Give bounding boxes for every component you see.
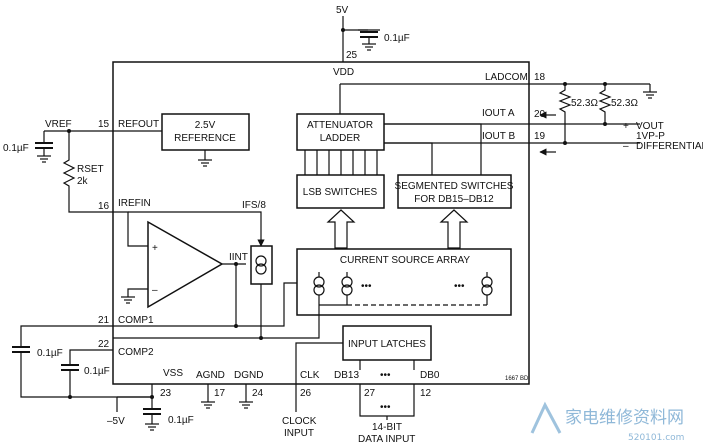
vref-network: VREF 0.1µF RSET 2k [3, 119, 113, 213]
reference-block: 2.5V REFERENCE [161, 113, 250, 167]
lsb-switches-block: LSB SWITCHES [296, 174, 385, 209]
watermark-logo-icon [530, 401, 562, 434]
csa-dots-right: ••• [454, 281, 465, 292]
db13-pin: 27 [364, 388, 376, 399]
ioutb-label: IOUT B [482, 131, 515, 142]
db0-pin: 12 [420, 388, 432, 399]
reference-line2: REFERENCE [174, 133, 236, 144]
chip-outline [112, 61, 530, 385]
data-input-line1: 14-BIT [372, 422, 402, 433]
db13-label: DB13 [334, 370, 359, 381]
iint-label: IINT [229, 252, 248, 263]
irefin-label: IREFIN [118, 198, 151, 209]
csa-dots-left: ••• [361, 281, 372, 292]
res-b-label: 52.3Ω [611, 98, 638, 109]
ifs8-label: IFS/8 [242, 200, 266, 211]
ladcom-label: LADCOM [485, 72, 528, 83]
dgnd-pin-group: DGND 24 [234, 370, 264, 409]
arrow-to-lsb [326, 209, 356, 249]
vss-voltage: –5V [107, 416, 125, 427]
agnd-pin: 17 [214, 388, 226, 399]
comp2-cap-label: 0.1µF [84, 366, 110, 377]
iouta-label: IOUT A [482, 108, 515, 119]
clk-label: CLK [300, 370, 320, 381]
opamp-plus-sign: + [152, 243, 158, 254]
input-latches-block: INPUT LATCHES [342, 325, 432, 361]
comp2-label: COMP2 [118, 347, 154, 358]
vss-supply: VSS 23 –5V 0.1µF [107, 368, 194, 431]
clock-input-line2: INPUT [284, 428, 314, 439]
vdd-pin-number: 25 [346, 50, 358, 61]
watermark-text: 家电维修资料网 [565, 408, 684, 428]
clock-input-line1: CLOCK [282, 416, 317, 427]
attenuator-block: ATTENUATOR LADDER [296, 113, 385, 151]
rset-value: 2k [77, 176, 89, 187]
db0-label: DB0 [420, 370, 440, 381]
vout-minus: – [623, 141, 629, 152]
data-input-line2: DATA INPUT [358, 434, 415, 445]
current-source-array: CURRENT SOURCE ARRAY ••• ••• [296, 248, 512, 316]
ladcom-pin: 18 [534, 72, 546, 83]
attenuator-line2: LADDER [320, 133, 361, 144]
vout-plus: + [623, 121, 629, 132]
vdd-cap-label: 0.1µF [384, 33, 410, 44]
comp1-cap-label: 0.1µF [37, 348, 63, 359]
vss-cap-label: 0.1µF [168, 415, 194, 426]
rset-label: RSET [77, 164, 104, 175]
vref-cap-label: 0.1µF [3, 143, 29, 154]
arrow-to-segmented [439, 209, 469, 249]
vout-label: VOUT [636, 121, 664, 132]
attenuator-line1: ATTENUATOR [307, 120, 373, 131]
comp1-pin: 21 [98, 315, 110, 326]
agnd-pin-group: AGND 17 [196, 370, 226, 409]
vpp-label: 1VP-P [636, 131, 665, 142]
load-resistors: 52.3Ω 52.3Ω [558, 82, 657, 145]
segmented-switches-block: SEGMENTED SWITCHES FOR DB15–DB12 [395, 174, 514, 209]
comp-capacitors: 0.1µF 0.1µF [12, 325, 152, 399]
agnd-label: AGND [196, 370, 225, 381]
db-dots-inside: ••• [380, 370, 391, 381]
db-dots-outside: ••• [380, 402, 391, 413]
vdd-voltage: 5V [336, 5, 349, 16]
vss-label: VSS [163, 368, 183, 379]
comp2-pin: 22 [98, 339, 110, 350]
ifs8-current-source: IFS/8 [128, 200, 273, 338]
comp1-label: COMP1 [118, 315, 154, 326]
vss-pin: 23 [160, 388, 172, 399]
clk-pin: 26 [300, 388, 312, 399]
res-a-label: 52.3Ω [571, 98, 598, 109]
csa-label: CURRENT SOURCE ARRAY [340, 255, 471, 266]
lsb-switches-label: LSB SWITCHES [303, 187, 378, 198]
dgnd-label: DGND [234, 370, 263, 381]
part-code: 1667 BD [505, 376, 529, 382]
reference-line1: 2.5V [195, 120, 216, 131]
refout-label: REFOUT [118, 119, 159, 130]
segmented-line1: SEGMENTED SWITCHES [395, 181, 514, 192]
ioutb-pin: 19 [534, 131, 546, 142]
vdd-pin-label: VDD [333, 67, 354, 78]
opamp: + – [147, 220, 224, 309]
vdd-supply: 5V 0.1µF 25 VDD [333, 5, 410, 78]
input-latches-label: INPUT LATCHES [348, 339, 426, 350]
watermark: 家电维修资料网 520101.com [530, 401, 684, 443]
dgnd-pin: 24 [252, 388, 264, 399]
vref-label: VREF [45, 119, 72, 130]
opamp-minus-sign: – [152, 285, 158, 296]
refout-pin: 15 [98, 119, 110, 130]
refin-pin: 16 [98, 201, 110, 212]
segmented-line2: FOR DB15–DB12 [414, 194, 494, 205]
differential-label: DIFFERENTIAL [636, 141, 703, 152]
watermark-url: 520101.com [628, 433, 684, 443]
